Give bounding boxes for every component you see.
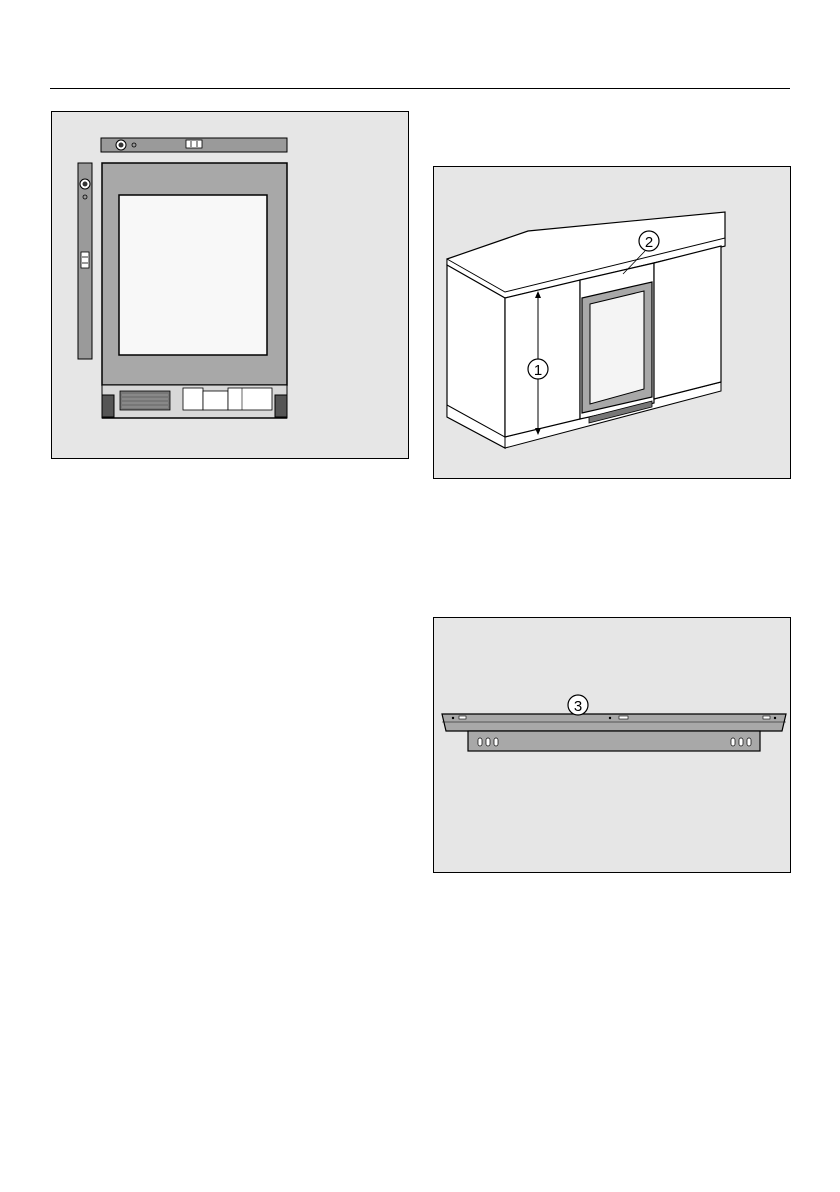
callout-2-label: 2 (645, 234, 653, 251)
appliance-installed-in-cabinet-illustration: 1 2 (434, 167, 791, 479)
callout-3-label: 3 (574, 698, 582, 715)
level-check-figure (51, 111, 409, 459)
callout-1-label: 1 (534, 362, 542, 379)
header-rule (50, 88, 790, 89)
mounting-rail-figure: 3 (433, 617, 791, 873)
cabinet-niche-figure: 1 2 (433, 166, 791, 479)
mounting-rail-illustration: 3 (434, 618, 791, 873)
spirit-level-on-appliance-illustration (52, 112, 409, 459)
